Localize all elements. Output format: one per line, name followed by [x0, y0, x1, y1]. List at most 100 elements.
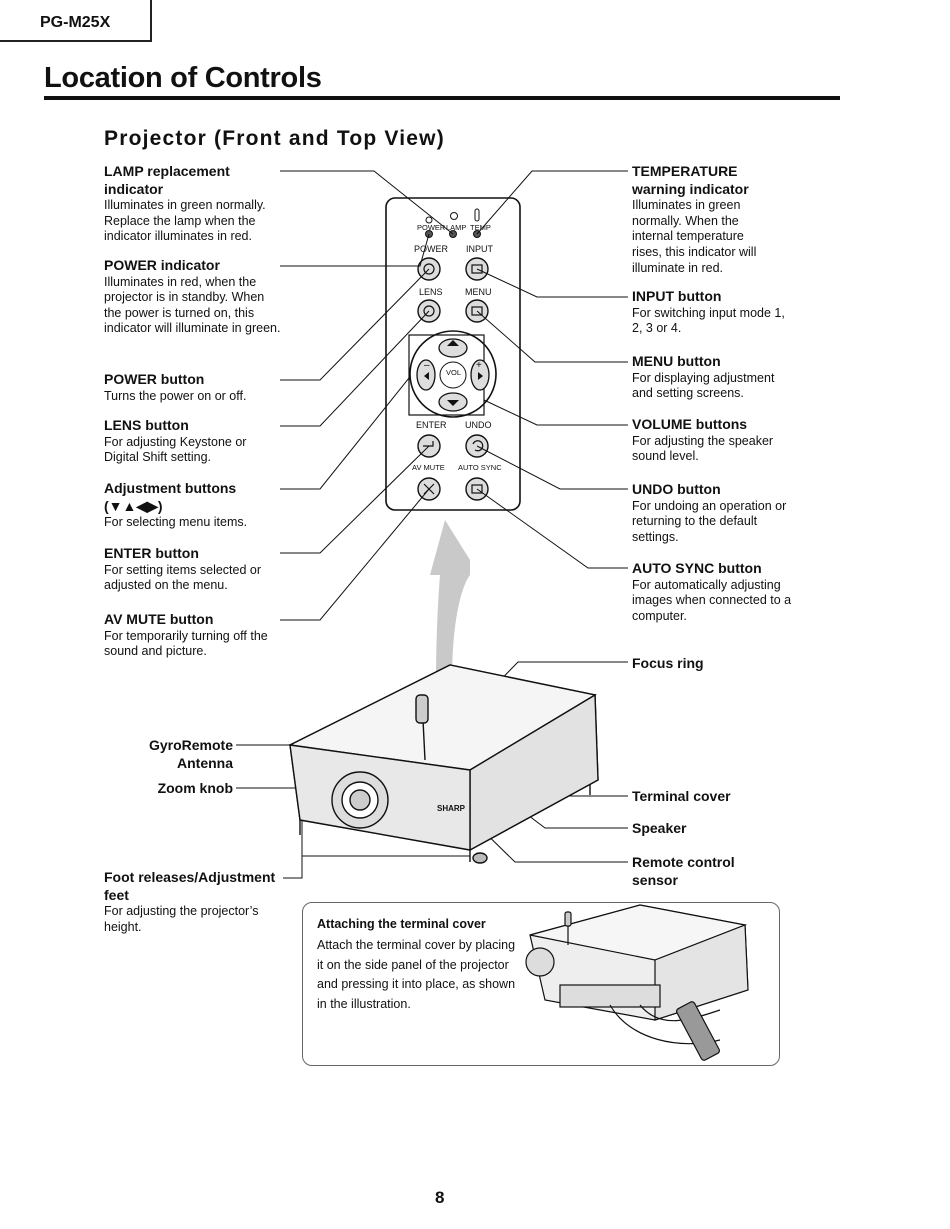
- enter-icon: [423, 441, 434, 447]
- callout-title: VOLUME buttons: [632, 416, 748, 432]
- callout-title: LENS button: [104, 417, 189, 433]
- leader-power-button: [280, 268, 430, 381]
- callout-input-button: INPUT button For switching input mode 1,…: [632, 288, 792, 337]
- panel-plus-label: +: [476, 360, 482, 371]
- leader-volume: [483, 399, 628, 426]
- callout-temperature: TEMPERATURE warning indicator Illuminate…: [632, 163, 772, 276]
- label-text: Remote control sensor: [632, 854, 735, 888]
- lens-icon: [423, 305, 435, 317]
- panel-input-label: INPUT: [466, 244, 493, 254]
- callout-title: Adjustment buttons (▼▲◀▶): [104, 480, 237, 514]
- small-projector-drawing: [525, 904, 749, 1061]
- input-icon: [471, 264, 483, 274]
- projector-drawing: [287, 664, 599, 864]
- label-focus-ring: Focus ring: [632, 655, 704, 673]
- callout-foot-releases: Foot releases/Adjustment feet For adjust…: [104, 869, 282, 935]
- leader-av-mute: [280, 488, 430, 621]
- thermometer-icon: [474, 208, 480, 222]
- callout-desc: For temporarily turning off the sound an…: [104, 628, 268, 659]
- leader-enter: [280, 445, 430, 554]
- terminal-cover-note: Attaching the terminal cover Attach the …: [302, 902, 780, 1066]
- page-number: 8: [435, 1188, 445, 1207]
- panel-minus-label: –: [424, 360, 430, 371]
- label-speaker: Speaker: [632, 820, 686, 838]
- title-rule: [44, 96, 840, 100]
- callout-desc: For undoing an operation or returning to…: [632, 498, 787, 544]
- label-text: Focus ring: [632, 655, 704, 671]
- panel-temp-label: TEMP: [470, 223, 491, 232]
- undo-icon: [472, 440, 484, 452]
- panel-lens-label: LENS: [419, 287, 443, 297]
- power-led-icon: [425, 216, 433, 224]
- leader-temp: [476, 170, 628, 235]
- callout-lamp: LAMP replacement indicator Illuminates i…: [104, 163, 282, 245]
- callout-desc: Illuminates in red, when the projector i…: [104, 274, 281, 336]
- callout-desc: For switching input mode 1, 2, 3 or 4.: [632, 305, 785, 336]
- callout-title: AV MUTE button: [104, 611, 214, 627]
- callout-auto-sync-button: AUTO SYNC button For automatically adjus…: [632, 560, 792, 624]
- callout-menu-button: MENU button For displaying adjustment an…: [632, 353, 792, 402]
- model-label: PG-M25X: [40, 14, 111, 31]
- callout-adjustment-buttons: Adjustment buttons (▼▲◀▶) For selecting …: [104, 480, 254, 531]
- callout-title: LAMP replacement indicator: [104, 163, 230, 197]
- panel-av-mute-label: AV MUTE: [412, 463, 445, 472]
- label-gyro-antenna: GyroRemote Antenna: [130, 737, 233, 772]
- label-zoom-knob: Zoom knob: [130, 780, 233, 798]
- up-button[interactable]: [438, 338, 468, 358]
- callout-desc: For adjusting the speaker sound level.: [632, 433, 774, 464]
- callout-title: MENU button: [632, 353, 721, 369]
- callout-title: UNDO button: [632, 481, 721, 497]
- lamp-icon: [450, 212, 458, 220]
- vol-center: [439, 361, 467, 389]
- panel-power-label: POWER: [414, 244, 449, 254]
- panel-menu-label: MENU: [465, 287, 492, 297]
- panel-undo-label: UNDO: [465, 420, 492, 430]
- callout-title: AUTO SYNC button: [632, 560, 762, 576]
- leader-adjust: [280, 377, 410, 490]
- callout-desc: For displaying adjustment and setting sc…: [632, 370, 775, 401]
- callout-undo-button: UNDO button For undoing an operation or …: [632, 481, 792, 545]
- panel-auto-sync-label: AUTO SYNC: [458, 463, 502, 472]
- callout-desc: Turns the power on or off.: [104, 388, 247, 403]
- callout-title: ENTER button: [104, 545, 199, 561]
- label-text: Zoom knob: [157, 780, 233, 796]
- callout-title: POWER button: [104, 371, 205, 387]
- leader-lens: [280, 310, 430, 427]
- callout-desc: For selecting menu items.: [104, 515, 248, 530]
- panel-vol-label: VOL: [446, 368, 462, 377]
- leader-auto-sync: [476, 488, 628, 569]
- menu-icon: [471, 306, 483, 316]
- up-arrow-icon: [447, 340, 459, 346]
- panel-lamp-label: LAMP: [446, 223, 467, 232]
- callout-power-indicator: POWER indicator Illuminates in red, when…: [104, 257, 282, 337]
- leader-undo: [476, 445, 628, 490]
- callout-volume-buttons: VOLUME buttons For adjusting the speaker…: [632, 416, 792, 465]
- sync-icon: [471, 484, 483, 494]
- model-tab: PG-M25X: [0, 0, 152, 42]
- note-title: Attaching the terminal cover: [317, 917, 486, 931]
- power-icon: [423, 263, 435, 275]
- callout-desc: Illuminates in green normally. Replace t…: [104, 198, 266, 244]
- callout-title: TEMPERATURE warning indicator: [632, 163, 749, 197]
- section-title: Projector (Front and Top View): [104, 127, 445, 150]
- callout-desc: For adjusting the projector’s height.: [104, 904, 259, 934]
- label-text: Terminal cover: [632, 788, 731, 804]
- leader-menu: [476, 310, 628, 363]
- leader-lamp: [280, 170, 454, 235]
- label-terminal-cover: Terminal cover: [632, 788, 731, 806]
- right-arrow-icon: [478, 372, 483, 380]
- page-title: Location of Controls: [44, 62, 322, 94]
- callout-desc: For automatically adjusting images when …: [632, 577, 792, 623]
- label-text: Speaker: [632, 820, 687, 836]
- callout-power-button: POWER button Turns the power on or off.: [104, 371, 282, 404]
- down-arrow-icon: [447, 400, 459, 406]
- callout-av-mute-button: AV MUTE button For temporarily turning o…: [104, 611, 284, 660]
- callout-title: Foot releases/Adjustment feet: [104, 869, 276, 903]
- callout-desc: For setting items selected or adjusted o…: [104, 562, 262, 593]
- leader-feet: [283, 800, 470, 879]
- callout-title: INPUT button: [632, 288, 722, 304]
- up-arrow: [430, 520, 470, 680]
- panel-power-led-label: POWER: [417, 223, 446, 232]
- brand-logo: SHARP: [437, 804, 466, 813]
